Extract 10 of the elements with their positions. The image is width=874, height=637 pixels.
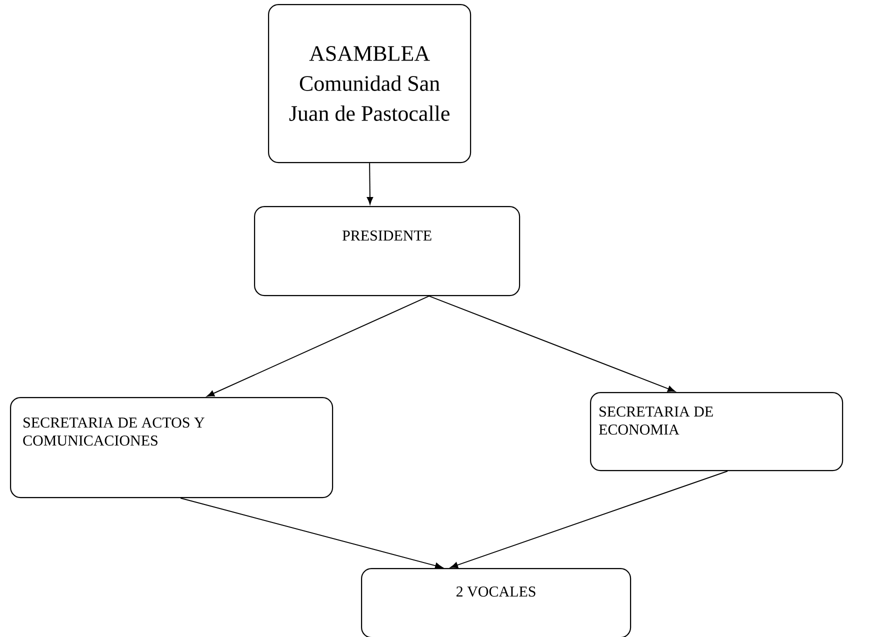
org-box: 2 VOCALES <box>361 568 632 637</box>
arrow <box>450 470 728 568</box>
org-box: SECRETARIA DE ACTOS Y COMUNICACIONES <box>10 397 334 498</box>
org-box: SECRETARIA DE ECONOMIA <box>590 392 844 472</box>
arrow <box>180 498 443 569</box>
org-box: PRESIDENTE <box>254 206 520 296</box>
arrow <box>366 162 374 204</box>
arrow <box>428 296 676 392</box>
arrow <box>206 296 430 397</box>
org-box: ASAMBLEA Comunidad San Juan de Pastocalle <box>268 4 472 164</box>
